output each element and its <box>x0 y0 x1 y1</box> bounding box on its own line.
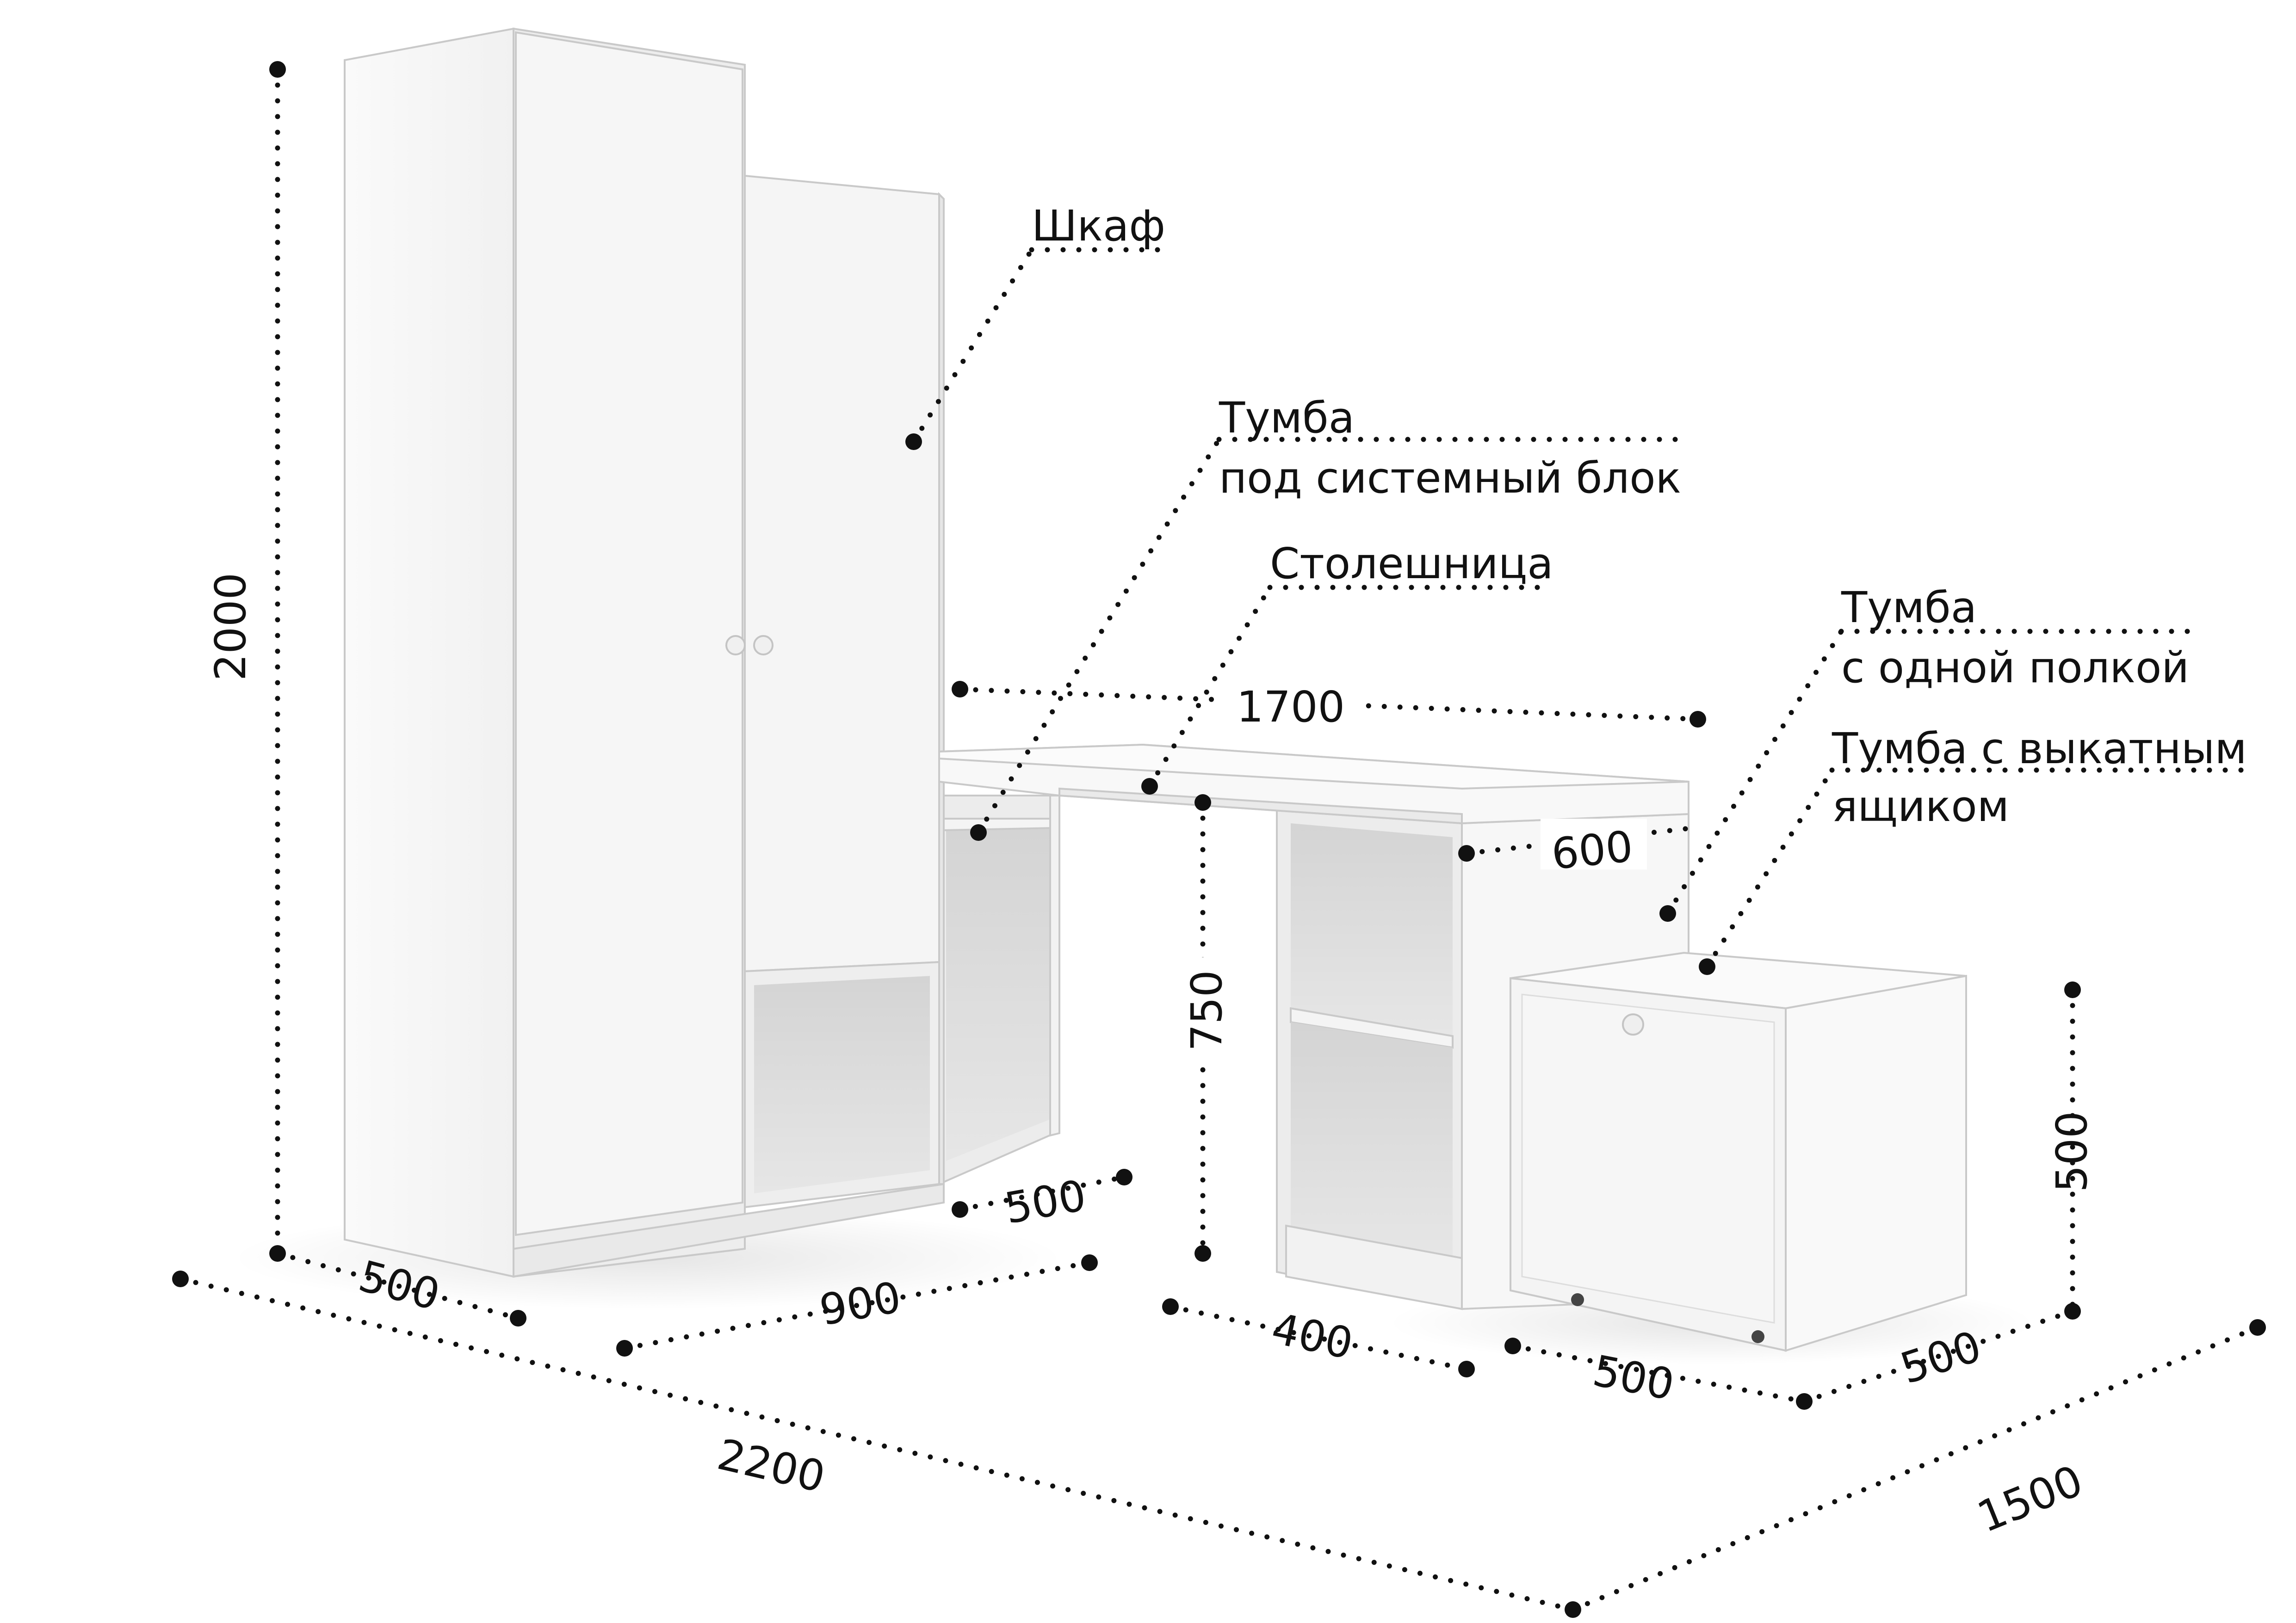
label-wardrobe: Шкаф <box>1032 201 1165 251</box>
dim-label-total-depth: 1500 <box>1971 1456 2090 1542</box>
label-drawer-cabinet-line2: ящиком <box>1832 782 2009 831</box>
dim-wardrobe-height: 2000 <box>206 61 286 1262</box>
label-shelf-cabinet-line1: Тумба <box>1841 583 1977 632</box>
drawer-cabinet <box>1510 951 1967 1352</box>
label-pc-cabinet-line1: Тумба <box>1219 393 1355 443</box>
dim-desk-height: 750 <box>1175 794 1232 1262</box>
dim-drawer-cabinet-depth: 500 <box>1801 1303 2081 1404</box>
dim-pc-cabinet-depth: 500 <box>952 1169 1133 1234</box>
furniture <box>231 27 2036 1364</box>
dim-tabletop-length: 1700 <box>952 673 1706 732</box>
tabletop <box>938 743 1690 825</box>
wardrobe-knob-left <box>725 635 746 655</box>
dim-drawer-cabinet-height: 500 <box>2047 981 2097 1314</box>
callout-shelf-cabinet: Тумба с одной полкой <box>1659 583 2191 922</box>
drawer-knob <box>1622 1013 1644 1036</box>
pc-cabinet <box>938 795 1060 1186</box>
callout-wardrobe: Шкаф <box>905 201 1165 450</box>
dim-label-total-length: 2200 <box>713 1430 829 1502</box>
label-drawer-cabinet-line1: Тумба с выкатным <box>1832 724 2247 773</box>
wardrobe <box>344 27 945 1278</box>
callout-tabletop: Столешница <box>1141 539 1553 795</box>
dim-label-wardrobe-height: 2000 <box>206 573 255 681</box>
shelf-cabinet <box>1276 808 1690 1310</box>
callout-pc-cabinet: Тумба под системный блок <box>970 393 1682 841</box>
dim-label-desk-height: 750 <box>1182 970 1232 1051</box>
label-tabletop: Столешница <box>1270 539 1553 588</box>
callout-drawer-cabinet: Тумба с выкатным ящиком <box>1699 724 2251 975</box>
dim-label-pc-cabinet-depth: 500 <box>1001 1171 1090 1234</box>
wardrobe-knob-right <box>753 635 774 655</box>
dim-label-shelf-cabinet-width: 400 <box>1268 1304 1357 1369</box>
dim-tabletop-depth: 600 <box>1458 819 1696 879</box>
label-pc-cabinet-line2: под системный блок <box>1219 453 1681 503</box>
dim-label-drawer-cabinet-height: 500 <box>2047 1111 2097 1192</box>
dim-label-tabletop-depth: 600 <box>1549 821 1635 879</box>
dim-label-tabletop-length: 1700 <box>1237 682 1345 732</box>
label-shelf-cabinet-line2: с одной полкой <box>1841 643 2189 692</box>
